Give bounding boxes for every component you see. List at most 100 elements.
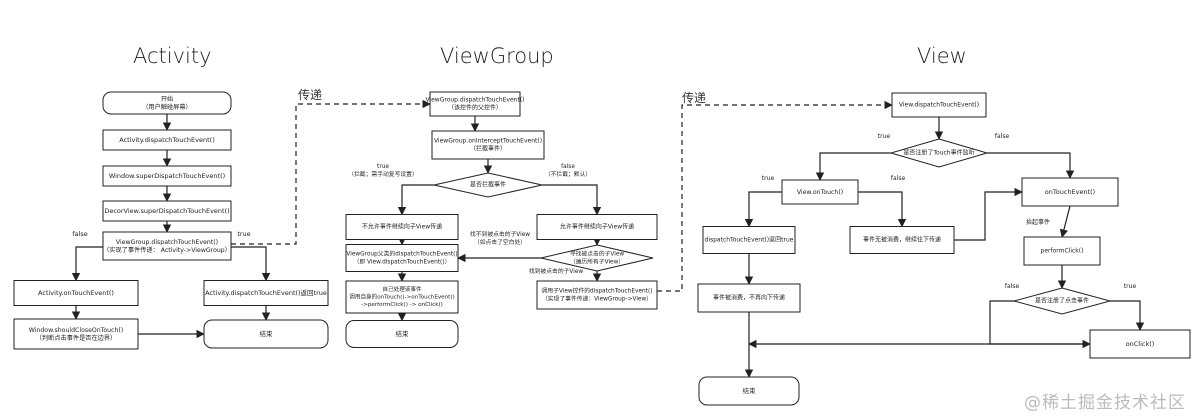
node-g-call-child: 调用子View控件的dispatchTouchEvent()（实现了事件传递：V… [536, 280, 658, 310]
node-g-handle-self: 自己处理该事件调用自身的onTouch()->onTouchEvent()->p… [345, 280, 459, 314]
edge-label-a-false: false [72, 230, 87, 238]
node-g-no-pass: 不允许事件继续向子View传递 [345, 214, 459, 240]
node-text: DecorView.superDispatchTouchEvent() [104, 207, 229, 215]
node-text: performClick() [1041, 248, 1084, 255]
node-text: onClick() [1126, 340, 1155, 348]
node-v-onclick: onClick() [1089, 329, 1191, 359]
node-text: 是否拦截事件 [470, 181, 506, 189]
node-a-should-close: Window.shouldCloseOnTouch()（判断点击事件是否在边界） [13, 318, 139, 350]
node-g-find-child: 寻找被点击的子View（遍历所有子View） [540, 244, 654, 272]
node-v-perform-click: performClick() [1023, 236, 1101, 266]
node-text: Activity.onTouchEvent() [38, 289, 114, 297]
flow-arrow [1110, 300, 1145, 331]
node-text: 是否注册了Touch事件监听 [903, 149, 974, 157]
node-text: （实现了事件传递： Activity->ViewGroup） [103, 246, 231, 254]
edge-label-g-found: 找到被点击的子View [529, 267, 584, 275]
node-text: Window.shouldCloseOnTouch() [29, 327, 124, 334]
watermark: @稀土掘金技术社区 [1024, 393, 1186, 413]
node-v-dispatch: View.dispatchTouchEvent() [891, 92, 987, 118]
column-title-view: View [917, 44, 967, 68]
node-text: 允许事件继续向子View传递 [560, 223, 634, 231]
edge-label-v-false1: false [995, 133, 1010, 140]
node-v-ontouchevent: onTouchEvent() [1021, 177, 1119, 207]
node-a-end: 结束 [203, 319, 329, 349]
node-v-dispatch-true: dispatchTouchEvent()返回true [702, 226, 796, 254]
edge-label-v-true3: true [1124, 283, 1137, 290]
flow-arrow [1059, 205, 1071, 238]
flow-arrow [231, 246, 271, 282]
node-text: ->performClick() -> onClick() [361, 302, 443, 308]
node-text: View.dispatchTouchEvent() [899, 102, 979, 109]
node-text: （遍历所有子View） [570, 257, 624, 265]
pass-label-viewgroup-to-view: 传递 [682, 91, 707, 105]
node-g-end: 结束 [345, 320, 459, 348]
flow-arrow [744, 191, 782, 228]
node-g-dispatch: ViewGroup.dispatchTouchEvent()（该控件的父控件） [425, 91, 525, 117]
node-text: ViewGroup父类的dispatchTouchEvent() [346, 250, 457, 258]
flow-arrow [815, 152, 891, 181]
flow-arrow [954, 187, 1023, 241]
node-text: 是否注册了点击事件 [1035, 297, 1089, 305]
node-text: ViewGroup.onInterceptTouchEvent() [434, 138, 542, 145]
edge-label-a-true: true [237, 230, 250, 238]
node-text: （该控件的父控件） [448, 104, 502, 112]
node-text: onTouchEvent() [1045, 188, 1095, 196]
node-text: 结束 [260, 329, 274, 338]
edge-label-v-true2: true [762, 175, 775, 182]
node-text: 开始 [161, 95, 173, 103]
node-v-end: 结束 [698, 376, 800, 406]
column-title-activity: Activity [133, 44, 212, 68]
edge-label-v-false2: false [891, 175, 906, 182]
node-text: 调用自身的onTouch()->onTouchEvent() [349, 293, 454, 301]
edge-label-g-true: true [377, 164, 389, 170]
node-text: 事件被消费，不再向下传递 [713, 294, 785, 302]
node-text: 寻找被点击的子View [570, 250, 625, 258]
node-text: Activity.dispatchTouchEvent()返回true [205, 289, 327, 297]
edge-label-v-press: 抬起事件 [1026, 218, 1050, 226]
node-v-consumed: 事件被消费，不再向下传递 [697, 283, 801, 313]
edge-label-g-true: （拦截；需手动复写设置） [348, 170, 418, 178]
node-text: 结束 [743, 386, 757, 395]
node-a-dispatch: Activity.dispatchTouchEvent() [102, 129, 232, 151]
node-text: Activity.dispatchTouchEvent() [119, 136, 214, 144]
node-a-start: 开始（用户触碰屏幕） [102, 91, 232, 115]
edge-label-g-false: false [561, 164, 575, 170]
node-text: （即 View.dispatchTouchEvent()） [354, 258, 451, 265]
edge-label-v-false3: false [1005, 283, 1020, 290]
node-v-ontouch: View.onTouch() [781, 179, 859, 205]
node-text: 结束 [396, 329, 410, 338]
node-g-parent-dispatch: ViewGroup父类的dispatchTouchEvent()（即 View.… [345, 244, 459, 272]
node-text: ViewGroup.dispatchTouchEvent() [425, 97, 524, 104]
node-text: （判断点击事件是否在边界） [36, 334, 116, 342]
node-a-window: Window.superDispatchTouchEvent() [102, 165, 232, 187]
node-text: 不允许事件继续向子View传递 [362, 223, 442, 231]
edge-label-v-true1: true [878, 133, 891, 140]
node-text: （拦截事件） [470, 145, 506, 153]
node-text: 自己处理该事件 [382, 285, 422, 293]
node-a-ontouch: Activity.onTouchEvent() [13, 280, 139, 306]
pass-label-activity-to-viewgroup: 传递 [298, 88, 323, 102]
flow-arrow [858, 191, 907, 228]
flow-arrow [987, 152, 1075, 179]
flow-arrow [542, 184, 602, 216]
pass-arrow [231, 99, 431, 245]
node-v-registered-click: 是否注册了点击事件 [1012, 287, 1112, 315]
node-text: View.onTouch() [797, 189, 843, 196]
node-text: （用户触碰屏幕） [142, 103, 192, 111]
node-g-allow-pass: 允许事件继续向子View传递 [536, 214, 658, 240]
node-a-decor: DecorView.superDispatchTouchEvent() [102, 200, 232, 222]
node-a-vg-dispatch: ViewGroup.dispatchTouchEvent()（实现了事件传递： … [102, 231, 232, 261]
node-text: dispatchTouchEvent()返回true [705, 237, 794, 244]
edge-label-g-not-found: （如点击了空白处） [474, 238, 526, 246]
node-text: ViewGroup.dispatchTouchEvent() [116, 239, 218, 246]
node-v-registered-touch: 是否注册了Touch事件监听 [889, 138, 989, 168]
node-v-not-consumed: 事件无被消费，继续往下传递 [849, 226, 955, 254]
node-g-is-intercept: 是否拦截事件 [433, 172, 543, 198]
column-title-viewgroup: ViewGroup [440, 44, 554, 68]
node-text: 事件无被消费，继续往下传递 [863, 236, 941, 244]
node-text: Window.superDispatchTouchEvent() [109, 172, 225, 180]
node-a-dispatch-true: Activity.dispatchTouchEvent()返回true [203, 280, 329, 306]
edge-label-g-false: （不拦截；默认） [545, 170, 591, 178]
node-g-intercept: ViewGroup.onInterceptTouchEvent()（拦截事件） [431, 130, 545, 160]
